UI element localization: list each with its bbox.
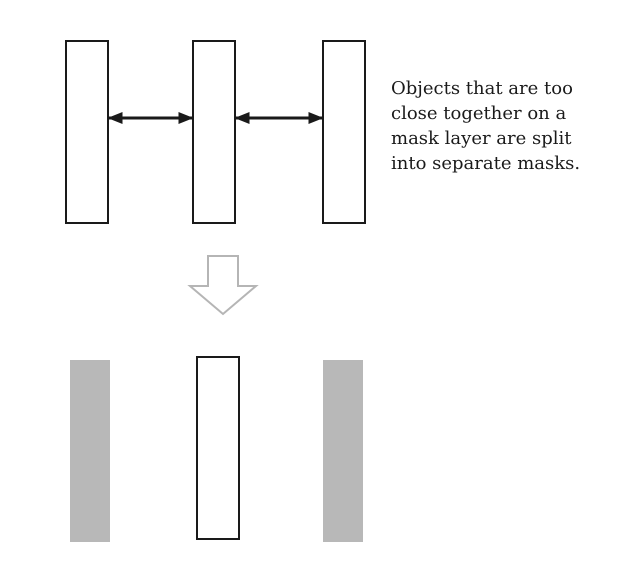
original-bar-left: [65, 40, 109, 224]
mask-a-bar-left: [70, 360, 110, 542]
caption-line-1: Objects that are too: [391, 78, 573, 99]
original-bar-right: [322, 40, 366, 224]
caption-line-3: mask layer are split: [391, 128, 572, 149]
original-bar-middle: [192, 40, 236, 224]
caption-line-4: into separate masks.: [391, 153, 581, 174]
mask-a-bar-right: [323, 360, 363, 542]
caption-text: Objects that are too close together on a…: [391, 76, 616, 176]
down-arrow-icon: [187, 255, 259, 316]
mask-b-bar-middle: [196, 356, 240, 540]
split-masks: [70, 356, 363, 542]
original-layer: [65, 40, 366, 224]
caption-line-2: close together on a: [391, 103, 567, 124]
